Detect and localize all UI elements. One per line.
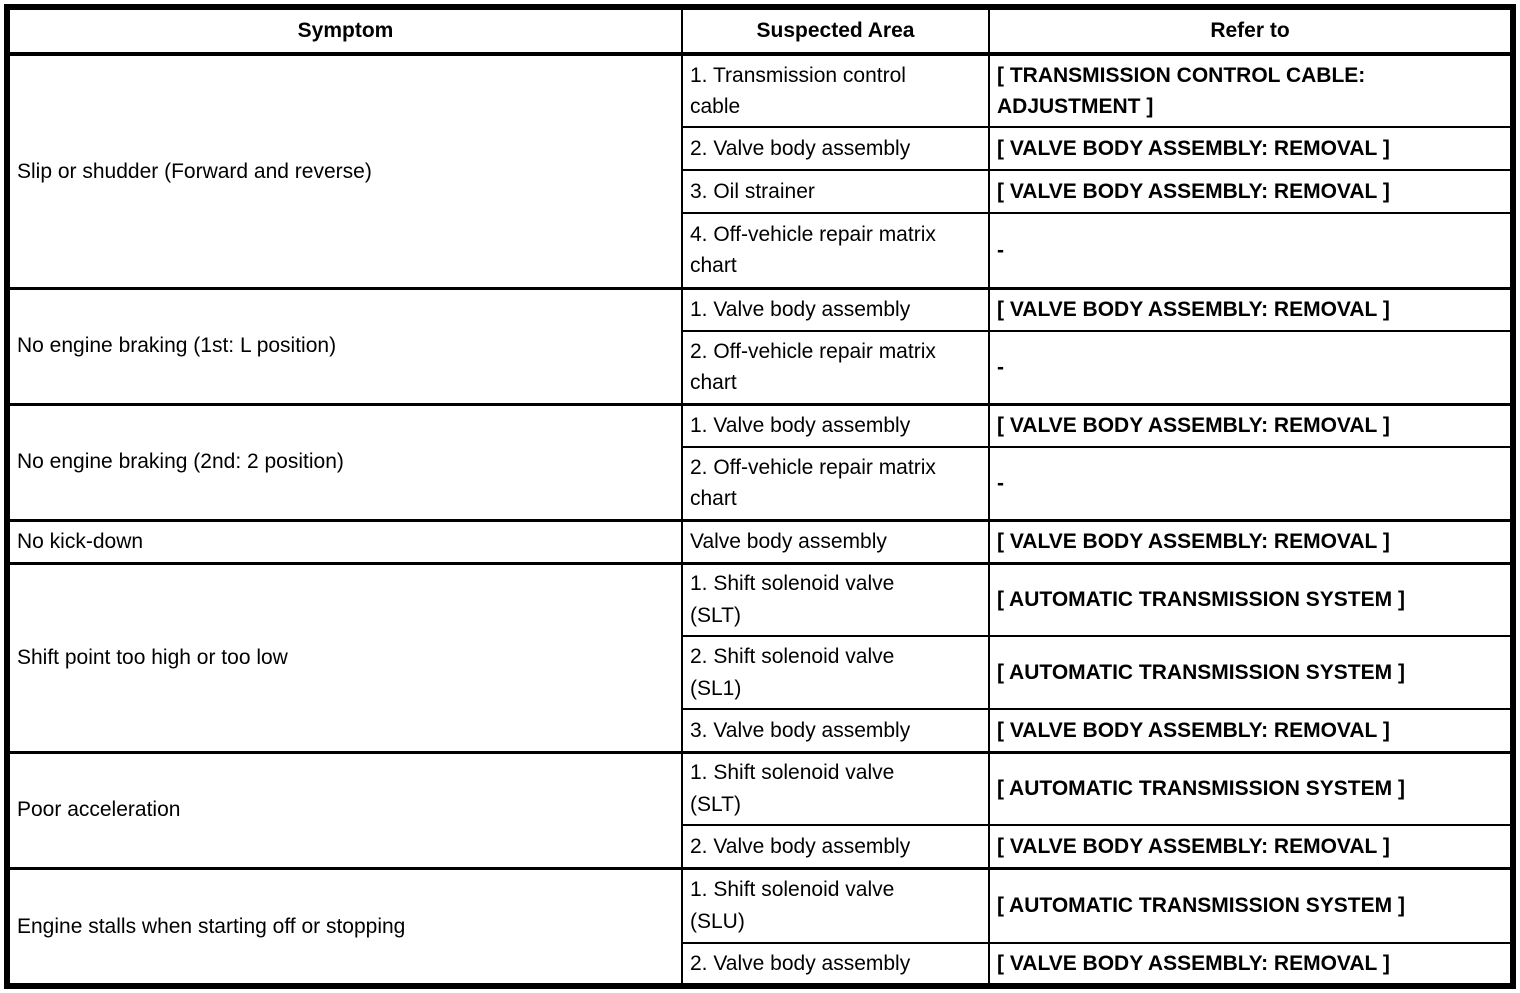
refer-to-cell: [ VALVE BODY ASSEMBLY: REMOVAL ] <box>988 942 1514 987</box>
symptom-cell: Poor acceleration <box>6 750 683 869</box>
suspected-area-cell: 4. Off-vehicle repair matrix chart <box>681 212 990 289</box>
suspected-area-cell: 1. Valve body assembly <box>681 286 990 332</box>
refer-to-cell: [ VALVE BODY ASSEMBLY: REMOVAL ] <box>988 286 1514 332</box>
suspected-area-cell: 2. Valve body assembly <box>681 824 990 869</box>
suspected-area-column-header: Suspected Area <box>681 6 990 56</box>
table-row: No kick-down Valve body assembly [ VALVE… <box>6 518 1514 564</box>
table-row: Shift point too high or too low 1. Shift… <box>6 561 1514 753</box>
suspected-area-cell: 2. Valve body assembly <box>681 942 990 987</box>
suspected-area-cell: 2. Shift solenoid valve (SL1) <box>681 635 990 710</box>
symptom-troubleshooting-table: Symptom Suspected Area Refer to Slip or … <box>4 4 1516 989</box>
suspected-area-cell: 3. Valve body assembly <box>681 708 990 753</box>
symptom-cell: Slip or shudder (Forward and reverse) <box>6 52 683 289</box>
refer-to-cell: [ AUTOMATIC TRANSMISSION SYSTEM ] <box>988 866 1514 944</box>
refer-to-cell: [ AUTOMATIC TRANSMISSION SYSTEM ] <box>988 635 1514 710</box>
table-row: Slip or shudder (Forward and reverse) 1.… <box>6 52 1514 289</box>
refer-to-cell: [ AUTOMATIC TRANSMISSION SYSTEM ] <box>988 750 1514 826</box>
suspected-area-cell: 1. Shift solenoid valve (SLT) <box>681 750 990 826</box>
suspected-area-cell: 1. Transmission control cable <box>681 52 990 128</box>
suspected-area-cell: 1. Valve body assembly <box>681 402 990 448</box>
table-row: 2. Shift solenoid valve (SL1) [ AUTOMATI… <box>7 635 1514 710</box>
refer-to-cell: - <box>988 446 1514 521</box>
table-row: 2. Off-vehicle repair matrix chart - <box>7 330 1514 405</box>
refer-to-cell: [ VALVE BODY ASSEMBLY: REMOVAL ] <box>988 169 1514 214</box>
table-row: 2. Off-vehicle repair matrix chart - <box>7 446 1514 521</box>
refer-to-cell: [ VALVE BODY ASSEMBLY: REMOVAL ] <box>988 708 1514 753</box>
refer-to-cell: [ AUTOMATIC TRANSMISSION SYSTEM ] <box>988 561 1514 637</box>
symptom-cell: No engine braking (2nd: 2 position) <box>6 402 683 521</box>
refer-to-cell: - <box>988 212 1514 289</box>
table-row: 2. Valve body assembly [ VALVE BODY ASSE… <box>7 824 1514 869</box>
refer-to-cell: - <box>988 330 1514 405</box>
suspected-area-cell: 2. Off-vehicle repair matrix chart <box>681 330 990 405</box>
refer-to-column-header: Refer to <box>988 6 1514 56</box>
table-row: 3. Valve body assembly [ VALVE BODY ASSE… <box>7 708 1514 753</box>
refer-to-cell: [ VALVE BODY ASSEMBLY: REMOVAL ] <box>988 402 1514 448</box>
table-row: 4. Off-vehicle repair matrix chart - <box>7 212 1514 289</box>
table-row: Engine stalls when starting off or stopp… <box>6 866 1514 987</box>
suspected-area-cell: Valve body assembly <box>681 518 990 564</box>
refer-to-cell: [ VALVE BODY ASSEMBLY: REMOVAL ] <box>988 518 1514 564</box>
symptom-cell: Shift point too high or too low <box>6 561 683 753</box>
suspected-area-cell: 1. Shift solenoid valve (SLU) <box>681 866 990 944</box>
symptom-cell: No kick-down <box>6 518 683 564</box>
suspected-area-cell: 2. Valve body assembly <box>681 126 990 171</box>
refer-to-cell: [ TRANSMISSION CONTROL CABLE: ADJUSTMENT… <box>988 52 1514 128</box>
table-row: No engine braking (1st: L position) 1. V… <box>6 286 1514 405</box>
table-header-row: Symptom Suspected Area Refer to <box>6 6 1514 56</box>
symptom-cell: Engine stalls when starting off or stopp… <box>6 866 683 987</box>
symptom-column-header: Symptom <box>6 6 683 56</box>
suspected-area-cell: 2. Off-vehicle repair matrix chart <box>681 446 990 521</box>
suspected-area-cell: 3. Oil strainer <box>681 169 990 214</box>
refer-to-cell: [ VALVE BODY ASSEMBLY: REMOVAL ] <box>988 824 1514 869</box>
suspected-area-cell: 1. Shift solenoid valve (SLT) <box>681 561 990 637</box>
symptom-cell: No engine braking (1st: L position) <box>6 286 683 405</box>
table-row: 3. Oil strainer [ VALVE BODY ASSEMBLY: R… <box>7 169 1514 214</box>
refer-to-cell: [ VALVE BODY ASSEMBLY: REMOVAL ] <box>988 126 1514 171</box>
table-row: No engine braking (2nd: 2 position) 1. V… <box>6 402 1514 521</box>
table-row: Poor acceleration 1. Shift solenoid valv… <box>6 750 1514 869</box>
table-row: 2. Valve body assembly [ VALVE BODY ASSE… <box>7 126 1514 171</box>
